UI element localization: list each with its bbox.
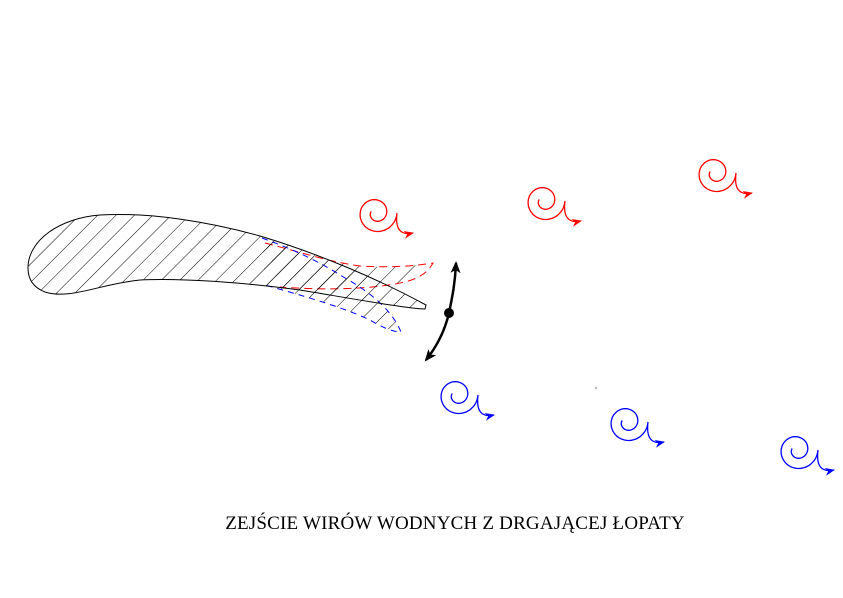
upper-vortex-spiral-icon	[359, 198, 414, 239]
vortices	[359, 158, 835, 476]
diagram-title: ZEJŚCIE WIRÓW WODNYCH Z DRGAJĄCEJ ŁOPATY	[225, 513, 685, 534]
blade-profile	[27, 214, 427, 310]
oscillation-arrow-icon	[424, 261, 461, 362]
upper-vortex-spiral-icon	[527, 186, 582, 227]
pivot-point-icon	[444, 308, 454, 318]
lower-vortex-spiral-icon	[610, 407, 665, 448]
lower-vortex-spiral-icon	[780, 435, 835, 476]
upper-vortex-spiral-icon	[698, 158, 753, 199]
lower-vortex-spiral-icon	[440, 380, 495, 421]
